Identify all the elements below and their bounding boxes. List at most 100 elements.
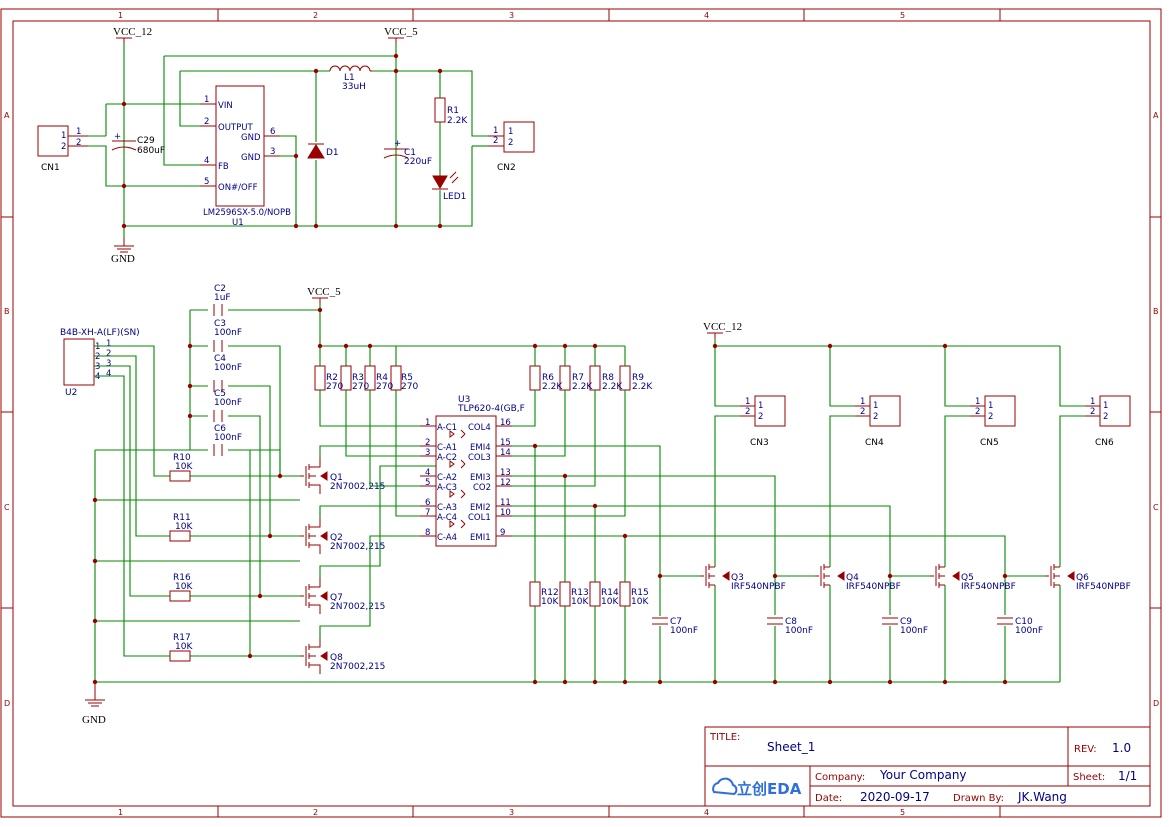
- u2-connector: [63, 338, 95, 386]
- r16-resistor: [169, 590, 191, 602]
- res-value: 270: [401, 382, 418, 392]
- company-value: Your Company: [879, 768, 967, 782]
- pin-name: C-A4: [437, 533, 457, 543]
- pin-number: 15: [500, 438, 511, 448]
- q-ref: Q4: [846, 573, 859, 583]
- svg-text:+: +: [394, 139, 401, 149]
- pin-name: COL1: [468, 513, 491, 523]
- c29-value: 680uF: [137, 146, 165, 156]
- res-value: 2.2K: [632, 382, 653, 392]
- res-ref: R6: [542, 373, 554, 383]
- pin-name: EMI3: [470, 473, 491, 483]
- driver-section: VCC_5 VCC_12 GND B4B-XH-A(LF)(SN) U2 1 2…: [60, 284, 1131, 726]
- cn2-connector: [503, 121, 535, 153]
- r1-value: 2.2K: [447, 116, 468, 126]
- pin-name: FB: [218, 162, 229, 172]
- svg-text:+: +: [114, 132, 121, 142]
- led1-diode: [432, 171, 459, 190]
- pin-number: 6: [270, 127, 275, 137]
- bottom-caps-plates: [652, 617, 1013, 625]
- row-label: A: [1153, 111, 1159, 120]
- cn-ref: CN6: [1095, 438, 1114, 448]
- r3-resistor: [340, 365, 352, 391]
- pin-name: C-A3: [437, 503, 457, 513]
- r4-resistor: [364, 365, 376, 391]
- left-caps-plates: [213, 304, 223, 456]
- c1-value: 220uF: [404, 157, 432, 167]
- pin-name: COL3: [468, 453, 491, 463]
- res-ref: R4: [376, 373, 388, 383]
- r17-resistor: [169, 650, 191, 662]
- rev-value: 1.0: [1112, 741, 1131, 755]
- res-ref: R5: [401, 373, 413, 383]
- led1-ref: LED1: [443, 192, 466, 202]
- row-label: B: [4, 307, 10, 316]
- drawn-label: Drawn By:: [953, 793, 1004, 804]
- pin-name: A-C1: [437, 423, 457, 433]
- q-ref: Q1: [330, 473, 343, 483]
- pin-name: C-A1: [437, 443, 457, 453]
- pin-number: 3: [425, 448, 430, 458]
- pin-number: 6: [425, 498, 430, 508]
- u3-part: TLP620-4(GB,F: [457, 404, 525, 414]
- res-value: 10K: [541, 597, 559, 607]
- pin-name: C-A2: [437, 473, 457, 483]
- cn1-ref: CN1: [41, 163, 60, 173]
- pin-number: 7: [425, 508, 430, 518]
- col-label: 2: [313, 808, 318, 817]
- res-value: 10K: [175, 522, 193, 532]
- sheet-frame: 1 2 3 4 5 1 2 3 4 5 A B C D A B C D: [0, 8, 1162, 818]
- pin-name: A-C3: [437, 483, 457, 493]
- q-ref: Q3: [731, 573, 744, 583]
- cn-ref: CN4: [865, 438, 884, 448]
- pin-name: GND: [241, 133, 261, 143]
- cap-ref: C3: [214, 319, 226, 329]
- u1-part: LM2596SX-5.0/NOPB: [203, 208, 291, 218]
- pin-name: EMI2: [470, 503, 491, 513]
- gnd-label: GND: [82, 714, 106, 726]
- r2-resistor: [314, 365, 326, 391]
- d1-diode: [307, 143, 325, 159]
- u3-ref: U3: [458, 395, 470, 405]
- q-ref: Q7: [330, 593, 343, 603]
- pin-number: 2: [76, 138, 81, 148]
- res-ref: R8: [602, 373, 614, 383]
- u1-ref: U1: [232, 218, 244, 228]
- c29-capacitor: +: [111, 132, 137, 151]
- power-mosfets: [700, 564, 1075, 588]
- u3-optocoupler: [435, 415, 497, 547]
- q-part: IRF540NPBF: [1076, 582, 1131, 592]
- company-label: Company:: [815, 772, 865, 783]
- c29-ref: C29: [137, 136, 155, 146]
- d1-ref: D1: [326, 148, 339, 158]
- pin-name: GND: [241, 153, 261, 163]
- res-value: 270: [352, 382, 369, 392]
- pin-number: 2: [988, 412, 993, 422]
- drawn-value: JK.Wang: [1017, 790, 1067, 804]
- cn-ref: CN3: [750, 438, 769, 448]
- cap-ref: C4: [214, 354, 226, 364]
- pin-number: 4: [95, 372, 100, 382]
- pin-number: 2: [61, 142, 66, 152]
- q-ref: Q5: [961, 573, 974, 583]
- pin-number: 1: [204, 95, 209, 105]
- pin-number: 1: [425, 418, 430, 428]
- col-label: 5: [900, 11, 905, 20]
- l1-value: 33uH: [342, 82, 366, 92]
- pin-number: 2: [745, 407, 750, 417]
- row-label: C: [1153, 503, 1159, 512]
- sheet-label: Sheet:: [1073, 772, 1105, 783]
- r13-resistor: [559, 581, 571, 607]
- pin-number: 2: [95, 352, 100, 362]
- res-value: 270: [376, 382, 393, 392]
- row-label: B: [1153, 307, 1159, 316]
- pin-number: 2: [975, 407, 980, 417]
- cap-value: 100nF: [214, 433, 242, 443]
- q-part: IRF540NPBF: [961, 582, 1016, 592]
- pin-number: 4: [204, 156, 209, 166]
- output-connectors: [740, 395, 1131, 427]
- cap-value: 100nF: [214, 328, 242, 338]
- pin-number: 1: [76, 127, 81, 137]
- u2-part: B4B-XH-A(LF)(SN): [60, 328, 140, 338]
- row-label: D: [1153, 699, 1159, 708]
